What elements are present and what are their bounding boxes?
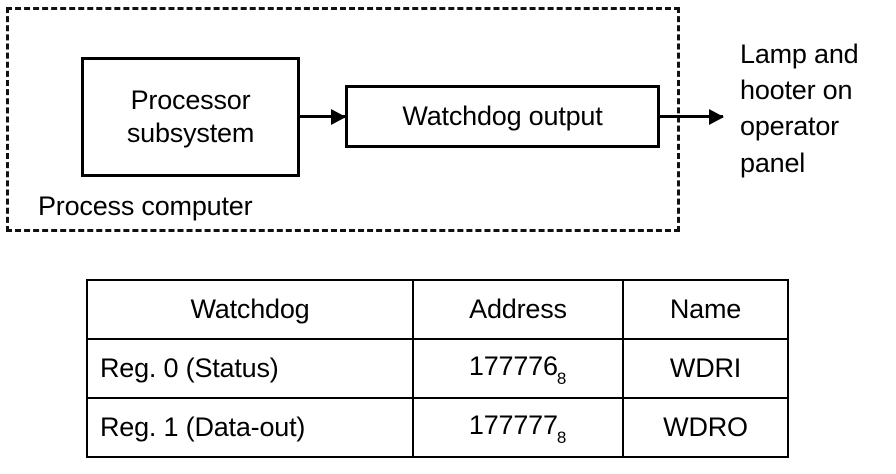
address-value-register-0: 177776 [468, 350, 558, 381]
operator-panel-label-line1: Lamp and [740, 39, 859, 69]
process-computer-enclosure [6, 7, 680, 232]
address-base-register-1: 8 [556, 428, 567, 448]
table-row: Reg. 1 (Data-out) 1777778 WDRO [86, 397, 789, 458]
arrow-watchdog-to-operator-panel [660, 115, 723, 118]
address-value-register-1: 177777 [468, 409, 558, 440]
table-row: Reg. 0 (Status) 1777768 WDRI [86, 338, 789, 399]
watchdog-register-table: Watchdog Address Name Reg. 0 (Status) 17… [86, 279, 789, 458]
column-header-watchdog: Watchdog [86, 279, 414, 340]
cell-watchdog-register-0: Reg. 0 (Status) [86, 338, 414, 399]
table-header-row: Watchdog Address Name [86, 279, 789, 340]
processor-box-line2: subsystem [126, 118, 255, 148]
cell-address-register-0: 1777768 [412, 338, 624, 399]
cell-name-register-1: WDRO [622, 397, 789, 458]
watchdog-box-label: Watchdog output [402, 101, 603, 132]
operator-panel-label-line2: hooter on [740, 75, 853, 106]
process-computer-label: Process computer [38, 191, 253, 221]
watchdog-block-diagram: Processor subsystem Watchdog output Proc… [0, 0, 896, 260]
processor-box-line1: Processor [130, 85, 251, 116]
column-header-name: Name [622, 279, 789, 340]
processor-subsystem-box: Processor subsystem [81, 57, 300, 177]
operator-panel-label-line4: panel [740, 147, 806, 178]
cell-address-register-1: 1777778 [412, 397, 624, 458]
operator-panel-label-line3: operator [740, 111, 839, 142]
address-base-register-0: 8 [556, 369, 567, 389]
column-header-address: Address [412, 279, 624, 340]
cell-name-register-0: WDRI [622, 338, 789, 399]
watchdog-output-box: Watchdog output [345, 85, 660, 148]
operator-panel-label: Lamp and hooter on operator panel [740, 36, 892, 181]
cell-watchdog-register-1: Reg. 1 (Data-out) [86, 397, 414, 458]
arrow-processor-to-watchdog [300, 115, 345, 118]
